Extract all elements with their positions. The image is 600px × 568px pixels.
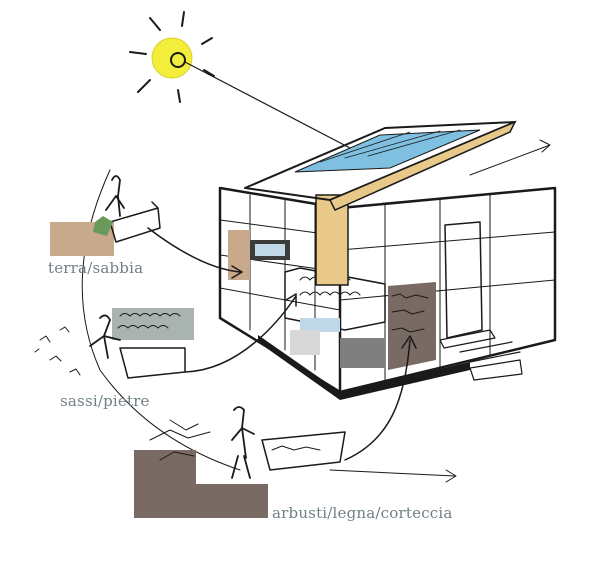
stone-gabion xyxy=(284,267,386,331)
label-sassi-pietre: sassi/pietre xyxy=(60,392,150,410)
label-arbusti-legna-corteccia: arbusti/legna/corteccia xyxy=(272,504,453,522)
stone-worker xyxy=(34,293,297,379)
timber-column xyxy=(315,194,349,286)
sun-icon xyxy=(129,11,351,149)
gray-panel xyxy=(340,338,385,368)
solar-panel xyxy=(294,129,481,173)
stone-swatch xyxy=(112,308,194,340)
bark-panel xyxy=(388,282,436,370)
roof-beam xyxy=(328,120,517,211)
door xyxy=(444,221,483,339)
label-terra-sabbia: terra/sabbia xyxy=(48,259,144,277)
house xyxy=(218,120,557,400)
earth-worker xyxy=(50,175,243,279)
right-facade xyxy=(338,186,557,394)
bark-swatch xyxy=(134,450,196,518)
wood-worker xyxy=(134,335,457,518)
